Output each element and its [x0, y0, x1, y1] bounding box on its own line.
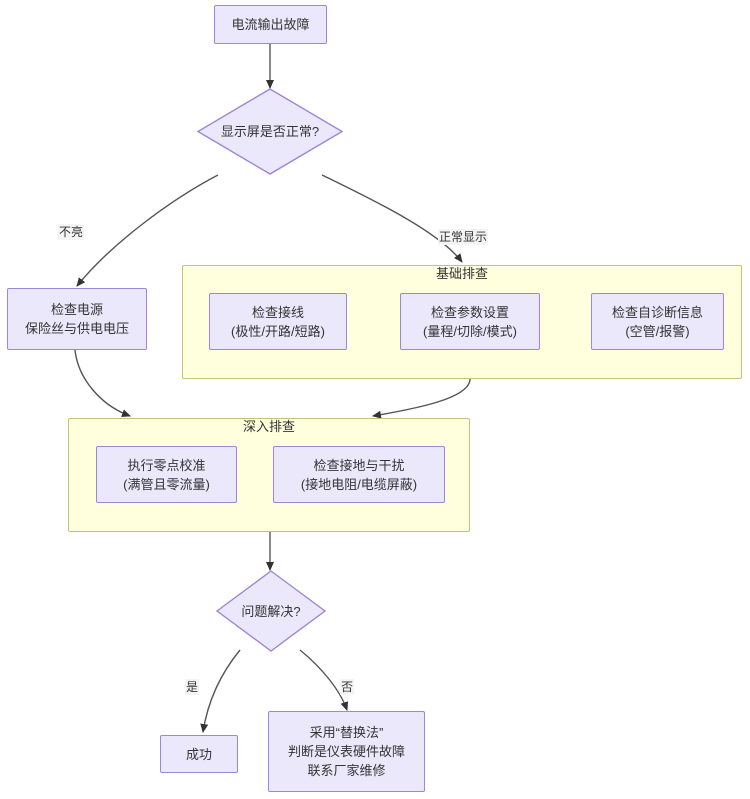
node-display-check[interactable]: 显示屏是否正常?	[197, 88, 343, 175]
node-param-check[interactable]: 检查参数设置 (量程/切除/模式)	[400, 293, 540, 350]
node-start[interactable]: 电流输出故障	[214, 5, 327, 44]
edge-label-no: 否	[340, 679, 355, 695]
edge-label-yes: 是	[185, 679, 200, 695]
node-success[interactable]: 成功	[160, 735, 238, 773]
node-wiring-check[interactable]: 检查接线 (极性/开路/短路)	[209, 293, 347, 350]
cluster-basic-troubleshooting-title: 基础排查	[435, 266, 488, 281]
diamond-shape	[216, 570, 326, 652]
edge-label-not-lit: 不亮	[58, 224, 85, 240]
diamond-shape	[197, 88, 343, 175]
node-selfdiag-check[interactable]: 检查自诊断信息 (空管/报警)	[591, 293, 724, 350]
node-ground-check[interactable]: 检查接地与干扰 (接地电阻/电缆屏蔽)	[273, 446, 445, 503]
node-replace-method[interactable]: 采用“替换法” 判断是仪表硬件故障 联系厂家维修	[268, 711, 425, 792]
node-zero-calibration[interactable]: 执行零点校准 (满管且零流量)	[96, 446, 237, 503]
node-display-check-label: 显示屏是否正常?	[220, 124, 320, 139]
node-power-check[interactable]: 检查电源 保险丝与供电电压	[7, 288, 147, 350]
edge-label-normal-display: 正常显示	[438, 229, 489, 245]
cluster-deep-troubleshooting-title: 深入排查	[242, 419, 295, 434]
node-problem-solved-label: 问题解决?	[241, 603, 301, 619]
node-problem-solved[interactable]: 问题解决?	[216, 570, 326, 652]
